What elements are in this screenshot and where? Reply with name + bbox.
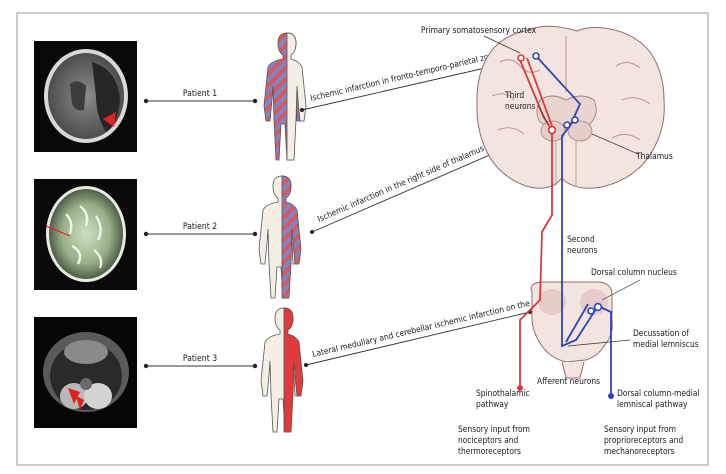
medulla-section xyxy=(530,281,613,379)
third-neurons-label-line1: Third xyxy=(504,90,524,100)
dcml-label-line1: Dorsal column-medial xyxy=(617,388,700,398)
third-neurons-label-line2: neurons xyxy=(505,101,535,111)
dcml-label-line2: lemniscal pathway xyxy=(617,399,688,409)
proprioceptor-input-line1: Sensory input from xyxy=(604,424,676,434)
proprioceptor-input-line3: mechanoreceptors xyxy=(604,446,675,456)
dorsal-column-nucleus-label: Dorsal column nucleus xyxy=(591,267,677,277)
thalamus-label: Thalamus xyxy=(635,151,673,161)
patient-3-connector xyxy=(143,363,258,369)
decussation-label-line1: Decussation of xyxy=(633,328,689,338)
second-neurons-label-line2: neurons xyxy=(567,245,597,255)
decussation-label-line2: medial lemniscus xyxy=(633,339,699,349)
patient-3-body-figure xyxy=(260,307,304,433)
patient-2-body-figure xyxy=(258,175,302,299)
spinothalamic-pathway-lines xyxy=(519,57,553,386)
spinothalamic-label-line2: pathway xyxy=(476,399,509,409)
spinothalamic-label-line1: Spinothalamic xyxy=(476,388,530,398)
primary-somatosensory-cortex-label: Primary somatosensory cortex xyxy=(421,25,537,35)
afferent-neurons-label: Afferent neurons xyxy=(537,376,600,386)
proprioceptor-input-line2: proprioreceptors and xyxy=(604,435,683,445)
patient-2-connector xyxy=(143,231,258,237)
ct-scan-image xyxy=(34,41,137,152)
nociceptor-input-line1: Sensory input from xyxy=(458,424,530,434)
patient-2-label: Patient 2 xyxy=(183,222,217,232)
patient-1-label: Patient 1 xyxy=(183,89,217,99)
mri-thalamus-image xyxy=(34,179,137,290)
patient-1-body-figure xyxy=(263,32,307,161)
patient-3-label: Patient 3 xyxy=(183,354,217,364)
mri-posterior-fossa-image xyxy=(34,317,137,428)
nociceptor-input-line3: thermoreceptors xyxy=(458,446,521,456)
nociceptor-input-line2: nociceptors and xyxy=(458,435,519,445)
second-neurons-label-line1: Second xyxy=(567,234,595,244)
patient-1-connector xyxy=(143,98,258,104)
dcml-pathway-lines xyxy=(535,55,612,394)
